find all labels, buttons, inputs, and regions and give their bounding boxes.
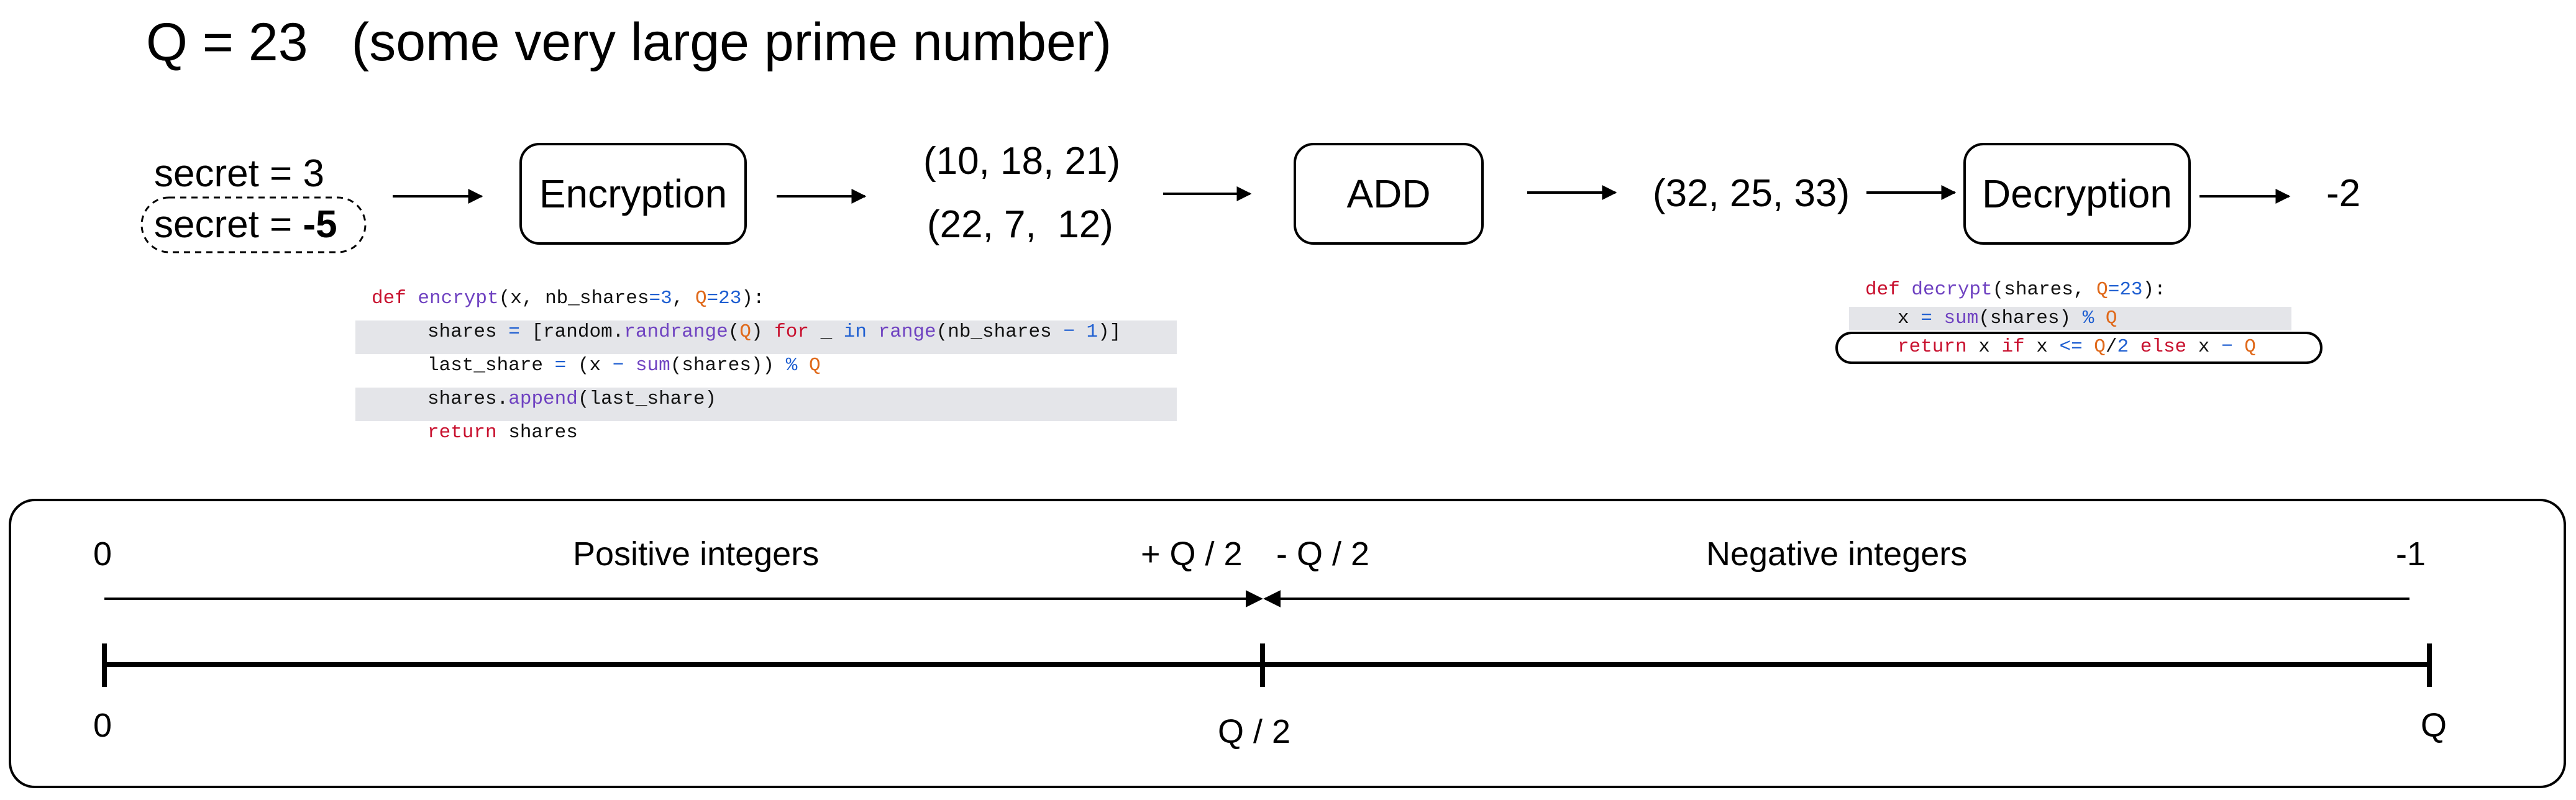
decryption-result: -2 [2326,172,2361,215]
decrypt-code-line-1: def decrypt(shares, Q=23): [1865,279,2166,301]
title-note: (some very large prime number) [351,12,1112,72]
encrypt-code-line-1: def encrypt(x, nb_shares=3, Q=23): [372,288,765,309]
encryption-label: Encryption [539,171,728,216]
number-line-bottom-q: Q [2421,707,2447,744]
number-line-top-zero: 0 [93,535,112,573]
decryption-box [1963,143,2191,245]
secret-highlight-ellipse [140,196,367,253]
decryption-label: Decryption [1982,171,2172,216]
encryption-box [519,143,747,245]
code-highlight-row [355,388,1177,421]
number-line-bottom-half-q: Q / 2 [1218,713,1291,750]
shares-sum: (32, 25, 33) [1653,172,1850,215]
plus-half-q-label: + Q / 2 [1141,535,1243,573]
number-line-bottom-zero: 0 [93,707,112,744]
secret-one: secret = 3 [154,152,324,196]
code-highlight-row [1849,307,2291,330]
title: Q = 23 (some very large prime number) [146,11,1112,73]
negative-integers-label: Negative integers [1706,535,1968,573]
secret-two-label: secret = [154,203,303,246]
code-highlight-row [355,320,1177,354]
positive-integers-label: Positive integers [573,535,820,573]
number-line-top-minus-one: -1 [2396,535,2426,573]
add-label: ADD [1346,171,1431,216]
encrypt-code-line-2: shares = [random.randrange(Q) for _ in r… [427,321,1121,343]
shares-set-2: (22, 7, 12) [927,203,1113,246]
secret-one-label: secret = [154,152,303,195]
secret-two-value: -5 [303,203,337,246]
secret-two: secret = -5 [154,202,337,247]
encrypt-code-line-5: return shares [427,422,578,443]
decrypt-code-line-3: return x if x <= Q/2 else x − Q [1898,336,2256,358]
encrypt-code-line-4: shares.append(last_share) [427,388,717,410]
decrypt-code-line-2: x = sum(shares) % Q [1898,307,2117,329]
secret-one-value: 3 [303,152,324,195]
number-line-panel [9,499,2566,788]
return-line-highlight [1835,332,2323,364]
encrypt-code-line-3: last_share = (x − sum(shares)) % Q [427,355,821,376]
shares-set-1: (10, 18, 21) [923,140,1121,183]
add-box [1294,143,1484,245]
minus-half-q-label: - Q / 2 [1276,535,1370,573]
title-equation: Q = 23 [146,12,308,72]
